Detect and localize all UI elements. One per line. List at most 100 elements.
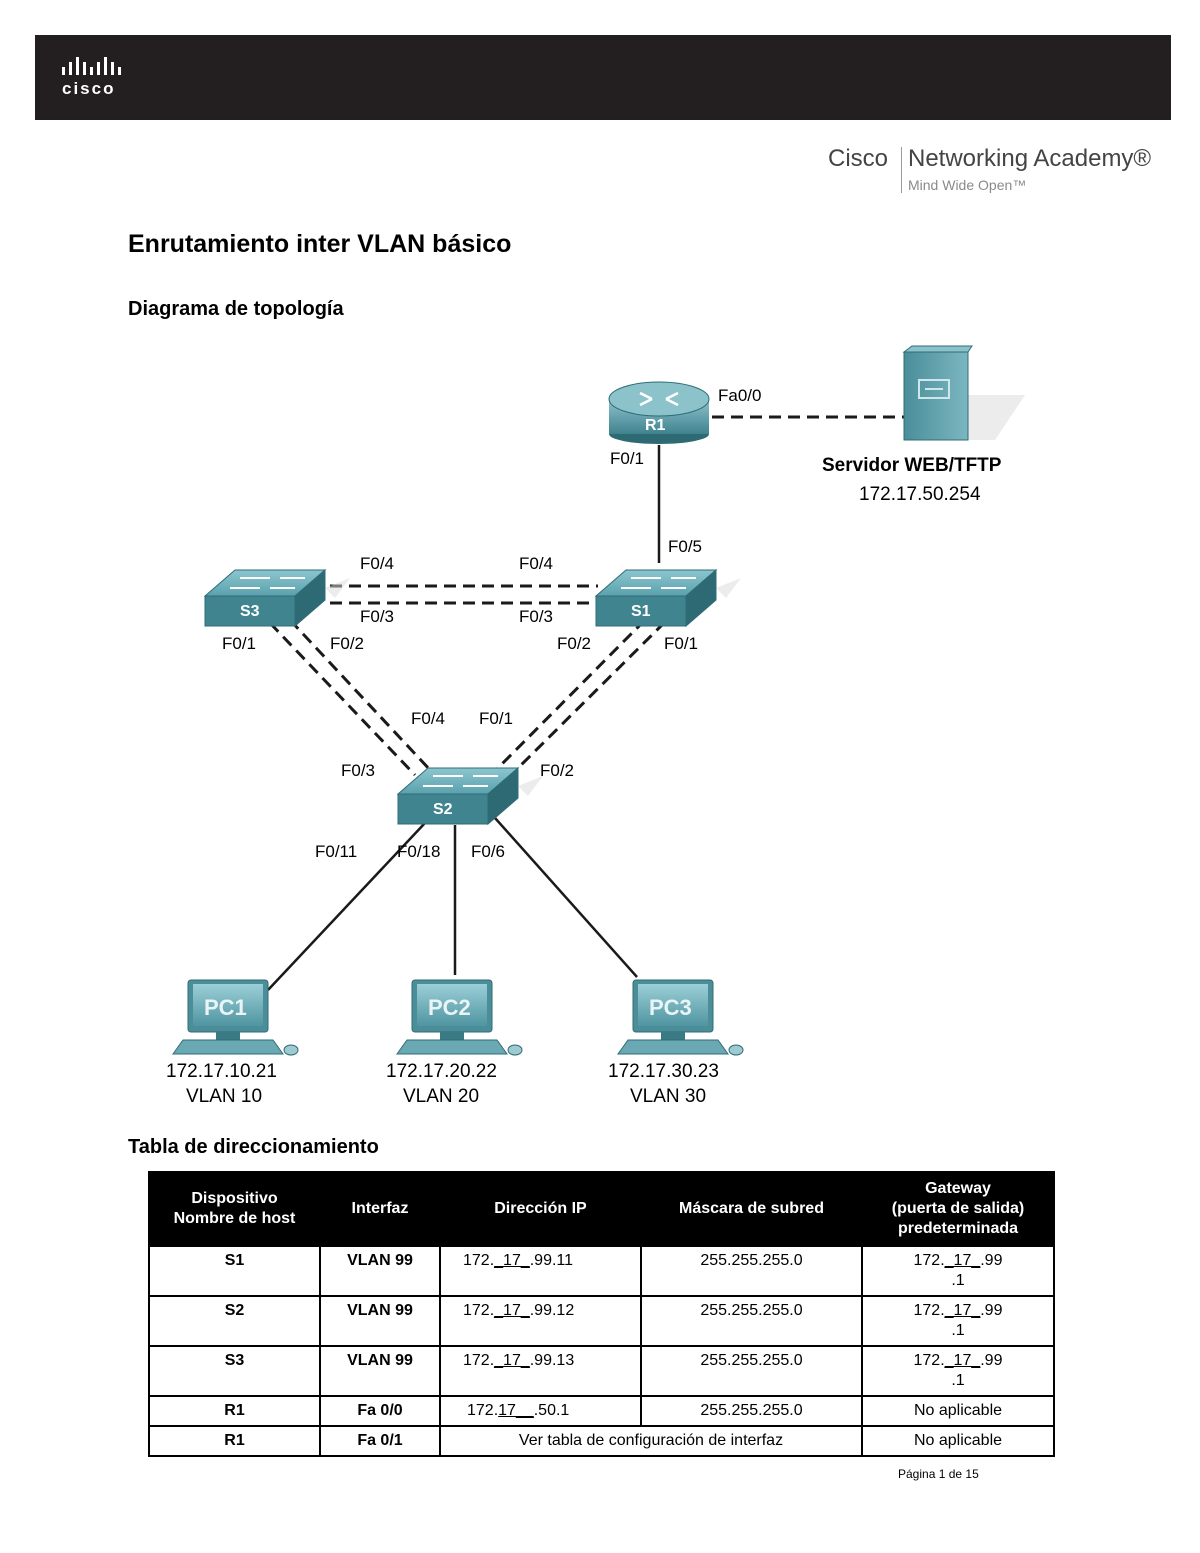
cell-gateway: No aplicable [861,1425,1055,1457]
port-s1-f02: F0/2 [557,634,591,653]
cell-device: S1 [148,1245,321,1297]
header-mask: Máscara de subred [640,1171,863,1247]
server-ip: 172.17.50.254 [859,484,981,505]
server [902,345,1025,441]
port-s2-f01: F0/1 [479,709,513,728]
pc3-ip: 172.17.30.23 [608,1061,719,1082]
cisco-wordmark: cisco [62,79,116,98]
cell-gateway: 172._17_.99 .1 [861,1295,1055,1347]
link-s3-s2-f01 [268,621,417,777]
ip-suffix: .99.11 [529,1252,574,1269]
ip-fill: _17_ [494,1252,530,1269]
server-name: Servidor WEB/TFTP [822,455,1002,476]
ip-fill: _17_ [494,1302,530,1319]
cell-device: R1 [148,1395,321,1427]
pc1-vlan: VLAN 10 [186,1086,262,1107]
cell-interface: Fa 0/1 [319,1425,441,1457]
cell-interface: Fa 0/0 [319,1395,441,1427]
port-s2-f06: F0/6 [471,842,505,861]
ip-prefix: 172. [463,1302,495,1319]
port-s2-f02: F0/2 [540,761,574,780]
cell-gateway: No aplicable [861,1395,1055,1427]
header-gw-line3: predeterminada [897,1220,1019,1237]
cell-ip: 172._17_.99.12 [439,1295,642,1347]
cell-ip: 172.17__.50.1 [439,1395,642,1427]
table-row: S2 VLAN 99 172._17_.99.12 255.255.255.0 … [148,1295,1055,1347]
links [267,415,905,991]
router-r1: R1 [608,381,710,444]
table-row: S3 VLAN 99 172._17_.99.13 255.255.255.0 … [148,1345,1055,1397]
switch-s2: S2 [397,767,544,825]
topology-heading: Diagrama de topología [128,298,344,320]
switch-s3-label: S3 [240,603,260,620]
pc1-label: PC1 [204,995,247,1020]
gw-prefix: 172. [913,1302,945,1319]
academy-cisco-word: Cisco [828,145,889,172]
header-gateway: Gateway (puerta de salida) predeterminada [861,1171,1055,1247]
port-s3-f02: F0/2 [330,634,364,653]
ip-prefix: 172. [467,1402,499,1419]
header-gw-line2: (puerta de salida) [891,1200,1025,1217]
port-s3-f03: F0/3 [360,607,394,626]
ip-suffix: .50.1 [533,1402,570,1419]
port-s3-f04: F0/4 [360,554,394,573]
pc1: PC1 [172,979,299,1056]
gw-line2: .1 [951,1322,965,1339]
gw-fill: _17_ [944,1252,981,1269]
page-number: Página 1 de 15 [898,1467,979,1481]
gw-fill: _17_ [944,1302,981,1319]
cell-mask: 255.255.255.0 [640,1395,863,1427]
switch-s3: S3 [204,569,351,627]
ip-prefix: 172. [463,1352,495,1369]
gw-prefix: 172. [913,1352,945,1369]
cell-mask: 255.255.255.0 [640,1245,863,1297]
link-s1-s2-f01 [508,620,667,778]
header-device-line2: Nombre de host [173,1210,296,1227]
port-s1-f04: F0/4 [519,554,553,573]
cisco-bridge-icon [62,57,121,75]
cell-merged-note: Ver tabla de configuración de interfaz [439,1425,863,1457]
pc3: PC3 [617,979,744,1056]
port-s2-f011: F0/11 [315,842,357,861]
cell-interface: VLAN 99 [319,1295,441,1347]
gw-suffix: .99 [980,1252,1003,1269]
table-row: R1 Fa 0/0 172.17__.50.1 255.255.255.0 No… [148,1395,1055,1427]
cell-interface: VLAN 99 [319,1245,441,1297]
header-ip: Dirección IP [439,1171,642,1247]
gw-line2: .1 [951,1272,965,1289]
gw-prefix: 172. [913,1252,945,1269]
router-label: R1 [645,417,666,434]
port-r1-fa00: Fa0/0 [718,386,761,405]
page-title: Enrutamiento inter VLAN básico [128,230,512,258]
pc2-label: PC2 [428,995,471,1020]
cell-device: S2 [148,1295,321,1347]
link-s2-pc1 [267,822,426,991]
ip-prefix: 172. [463,1252,495,1269]
cell-ip: 172._17_.99.13 [439,1345,642,1397]
pc2-vlan: VLAN 20 [403,1086,479,1107]
cell-ip: 172._17_.99.11 [439,1245,642,1297]
ip-fill: _17_ [494,1352,530,1369]
gw-suffix: .99 [980,1302,1003,1319]
port-s1-f03: F0/3 [519,607,553,626]
port-r1-f01: F0/1 [610,449,644,468]
header-gw-line1: Gateway [925,1180,991,1197]
cell-device: S3 [148,1345,321,1397]
table-heading: Tabla de direccionamiento [128,1136,379,1158]
academy-tagline: Mind Wide Open™ [908,177,1027,193]
link-s3-s2-f02 [288,618,434,774]
brand-divider [901,147,902,193]
ip-suffix: .99.12 [529,1302,575,1319]
cell-mask: 255.255.255.0 [640,1345,863,1397]
port-s3-f01: F0/1 [222,634,256,653]
port-s2-f04: F0/4 [411,709,445,728]
switch-s1: S1 [595,569,742,627]
pc2-ip: 172.17.20.22 [386,1061,497,1082]
cell-mask: 255.255.255.0 [640,1295,863,1347]
header-device-line1: Dispositivo [191,1190,278,1207]
switch-s2-label: S2 [433,801,453,818]
gw-line2: .1 [951,1372,965,1389]
